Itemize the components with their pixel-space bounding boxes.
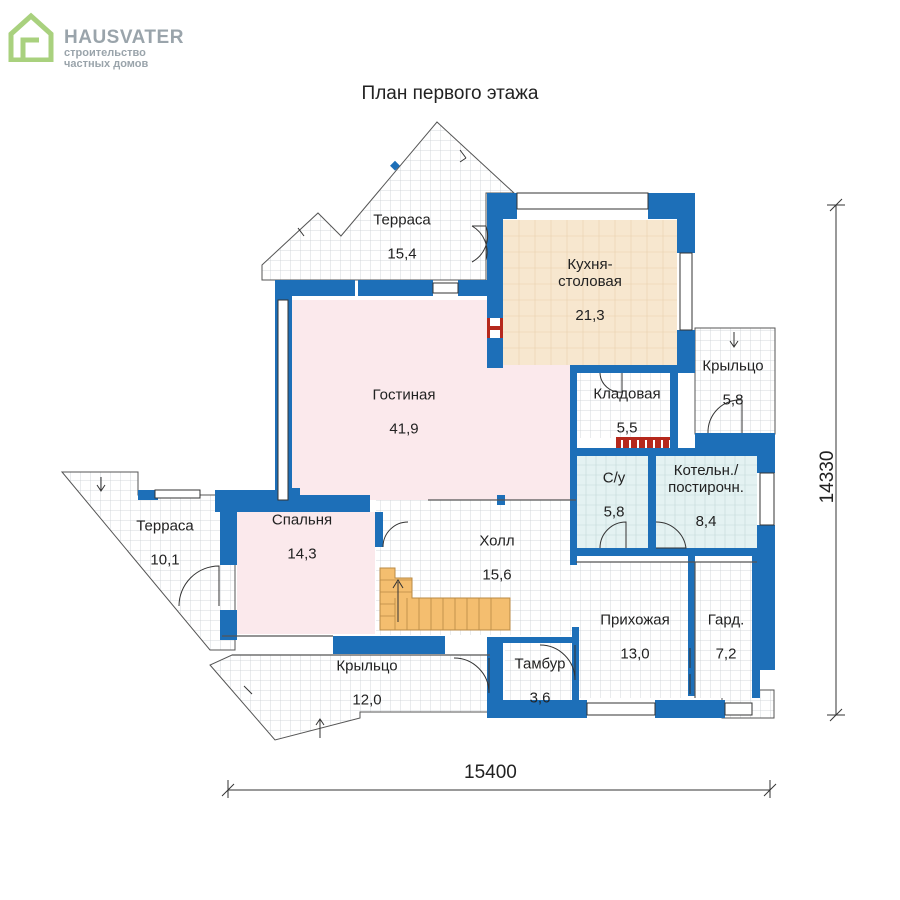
room-kitchen: Кухня- столовая 21,3: [558, 239, 622, 341]
room-area: 3,6: [529, 689, 551, 707]
partitions: [222, 499, 757, 698]
room-porch-right: Крыльцо 5,8: [702, 341, 763, 426]
room-area: 15,6: [482, 566, 512, 584]
room-area: 5,8: [722, 391, 744, 409]
vestibule-floor: [505, 640, 575, 700]
room-boiler: Котельн./ постирочн. 8,4: [668, 445, 744, 547]
fireplace: [487, 312, 503, 344]
room-name: Кухня- столовая: [558, 256, 622, 290]
house-logo-icon: [8, 12, 54, 63]
room-area: 5,5: [616, 419, 638, 437]
room-entry: Прихожая 13,0: [600, 595, 670, 680]
walls: [138, 193, 775, 718]
entry-floor: [576, 562, 690, 698]
room-porch-bottom: Крыльцо 12,0: [336, 641, 397, 726]
room-hall: Холл 15,6: [479, 516, 514, 601]
logo-brand: HAUSVATER: [64, 27, 184, 48]
room-area: 5,8: [603, 503, 625, 521]
room-name: Крыльцо: [336, 657, 398, 675]
room-name: Терраса: [373, 211, 431, 229]
room-living: Гостиная 41,9: [373, 370, 436, 455]
room-name: Тамбур: [514, 655, 566, 673]
wet-tiles: [576, 455, 757, 548]
logo-text: HAUSVATER строительство частных домов: [64, 28, 184, 70]
windows: [154, 192, 775, 716]
logo-tagline-2: частных домов: [64, 58, 149, 70]
step-arrows: [96, 149, 739, 738]
room-name: Кладовая: [593, 385, 661, 403]
room-area: 13,0: [620, 645, 650, 663]
room-name: Спальня: [271, 511, 333, 529]
boiler-floor: [655, 455, 757, 548]
dimension-width: 15400: [464, 762, 517, 783]
room-area: 15,4: [387, 245, 417, 263]
room-area: 12,0: [352, 691, 382, 709]
logo: HAUSVATER строительство частных домов: [8, 12, 218, 70]
room-area: 10,1: [150, 551, 180, 569]
room-name: С/у: [602, 469, 626, 487]
room-name: Терраса: [136, 517, 194, 535]
pantry-floor: [576, 370, 674, 438]
kitchen-tiles: [503, 220, 677, 365]
room-area: 7,2: [715, 645, 737, 663]
room-terrace-top: Терраса 15,4: [373, 195, 431, 280]
staircase: [379, 567, 511, 631]
room-pantry: Кладовая 5,5: [593, 369, 660, 454]
living-floor: [292, 300, 575, 500]
brick-partition: [616, 437, 676, 451]
room-name: Крыльцо: [702, 357, 764, 375]
bathroom-floor: [576, 455, 649, 548]
room-bedroom: Спальня 14,3: [272, 495, 332, 580]
room-area: 41,9: [389, 420, 419, 438]
logo-tagline-1: строительство: [64, 47, 146, 59]
room-area: 14,3: [287, 545, 317, 563]
room-name: Холл: [479, 532, 515, 550]
room-bathroom: С/у 5,8: [603, 453, 626, 538]
door-swings: [178, 225, 743, 694]
column-post: [390, 160, 400, 171]
kitchen-floor: [503, 220, 677, 365]
plan-title: План первого этажа: [361, 83, 539, 104]
tiled-floors: [60, 121, 776, 741]
wardrobe-floor: [696, 562, 756, 698]
room-area: 21,3: [575, 307, 605, 324]
room-name: Котельн./ постирочн.: [668, 462, 744, 496]
room-terrace-left: Терраса 10,1: [136, 501, 194, 586]
bedroom-floor: [237, 512, 375, 634]
room-area: 8,4: [695, 513, 717, 530]
room-name: Прихожая: [600, 611, 670, 629]
dimension-depth: 14330: [817, 450, 838, 504]
room-vestibule: Тамбур 3,6: [515, 639, 566, 724]
dimension-lines: [221, 198, 845, 798]
room-wardrobe: Гард. 7,2: [708, 595, 745, 680]
room-name: Гостиная: [372, 386, 436, 404]
room-name: Гард.: [707, 611, 745, 629]
